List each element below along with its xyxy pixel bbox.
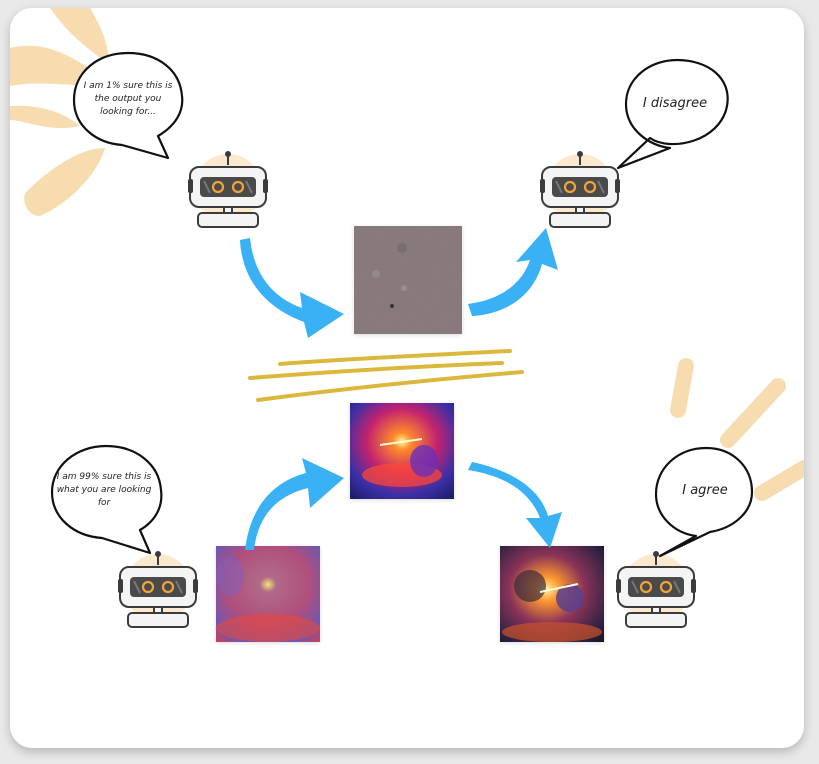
bubble-text-top-right: I disagree [642,96,708,111]
curved-arrow [245,458,344,550]
speech-bubbles [50,51,754,558]
noisy-output-image [354,226,462,334]
speech-bubble-top-right [616,58,729,170]
speech-bubble-bottom-left [50,444,163,555]
equals-divider [248,349,524,402]
curved-arrow [468,228,558,316]
flow-arrows [240,228,562,550]
curved-arrow [468,462,562,548]
bubble-text-bottom-left: I am 99% sure this is what you are looki… [56,472,152,509]
speech-bubble-bottom-right [654,446,754,558]
detailed-image-bottom-right [500,546,604,642]
blurry-image-bottom-left [216,546,320,642]
curved-arrow [240,238,344,338]
bubble-text-bottom-right: I agree [682,483,728,498]
speech-bubble-top-left [72,51,184,160]
bubble-text-top-left: I am 1% sure this is the output you look… [83,81,173,118]
clear-image-center [350,403,454,499]
sun-rays-right [670,358,804,501]
diagram-card: I am 1% sure this is the output you look… [10,8,804,748]
